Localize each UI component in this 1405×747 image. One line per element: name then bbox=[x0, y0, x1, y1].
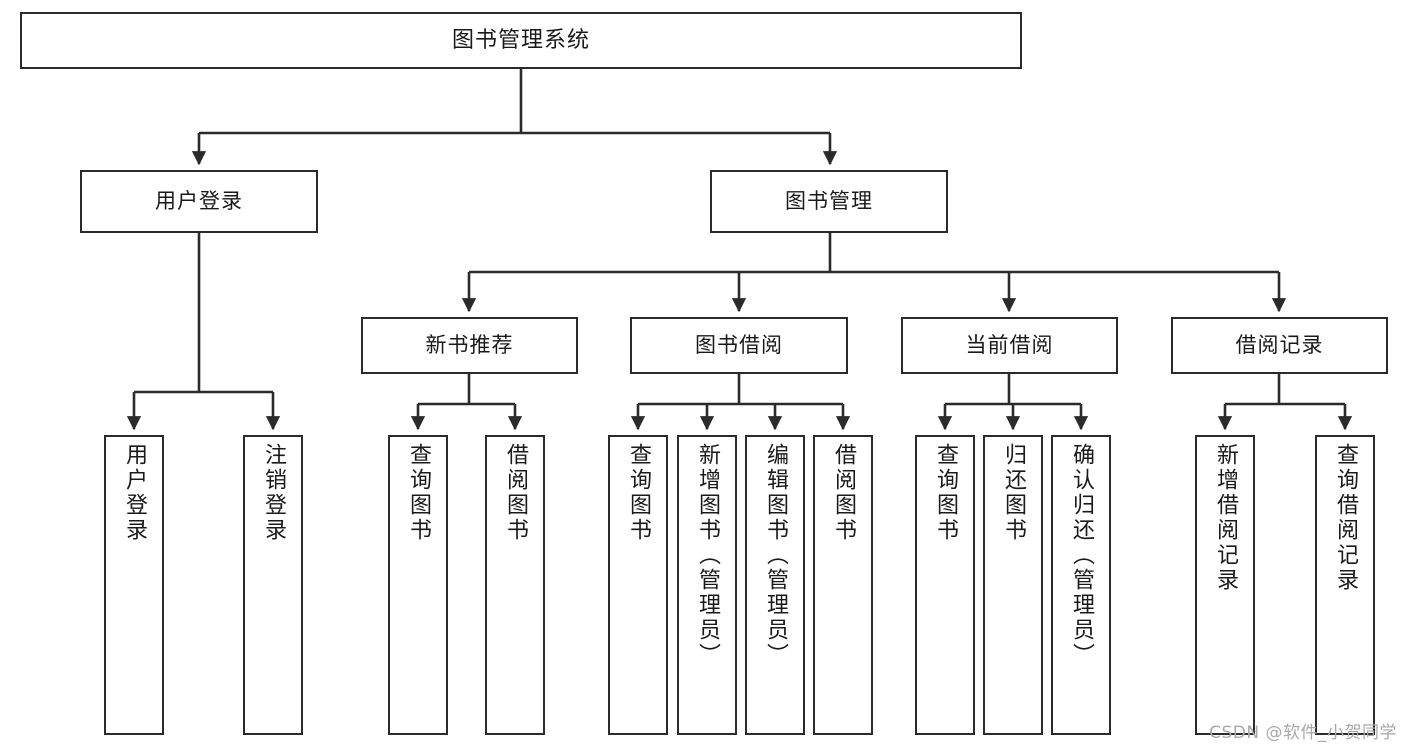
node-borrow-record[interactable]: 借阅记录 bbox=[1171, 317, 1388, 374]
node-leaf-edit-book-admin[interactable]: 编辑图书（管理员） bbox=[745, 435, 805, 735]
node-leaf-add-borrow-record[interactable]: 新增借阅记录 bbox=[1195, 435, 1255, 735]
node-label: 图书管理 bbox=[785, 189, 873, 214]
node-label: 当前借阅 bbox=[965, 333, 1054, 358]
node-leaf-query-book-2[interactable]: 查询图书 bbox=[608, 435, 668, 735]
watermark-text: CSDN @软件_小贺同学 bbox=[1209, 723, 1397, 743]
node-root-book-management-system[interactable]: 图书管理系统 bbox=[20, 12, 1022, 69]
node-user-login[interactable]: 用户登录 bbox=[80, 170, 318, 233]
node-label: 借阅图书 bbox=[831, 443, 856, 543]
node-label: 借阅记录 bbox=[1235, 333, 1324, 358]
node-current-borrow[interactable]: 当前借阅 bbox=[901, 317, 1118, 374]
node-label: 查询图书 bbox=[933, 443, 958, 543]
node-label: 注销登录 bbox=[261, 443, 286, 543]
node-book-borrow[interactable]: 图书借阅 bbox=[630, 317, 848, 374]
node-label: 确认归还（管理员） bbox=[1069, 443, 1094, 668]
node-new-book-recommend[interactable]: 新书推荐 bbox=[361, 317, 578, 374]
node-label: 图书借阅 bbox=[695, 333, 783, 358]
node-leaf-return-book[interactable]: 归还图书 bbox=[983, 435, 1043, 735]
node-leaf-query-book-3[interactable]: 查询图书 bbox=[915, 435, 975, 735]
node-leaf-user-login[interactable]: 用户登录 bbox=[104, 435, 164, 735]
node-label: 借阅图书 bbox=[503, 443, 528, 543]
node-label: 用户登录 bbox=[122, 443, 147, 543]
node-label: 查询借阅记录 bbox=[1333, 443, 1358, 593]
node-leaf-logout-login[interactable]: 注销登录 bbox=[243, 435, 303, 735]
node-leaf-query-book-1[interactable]: 查询图书 bbox=[388, 435, 448, 735]
node-leaf-borrow-book-1[interactable]: 借阅图书 bbox=[485, 435, 545, 735]
node-leaf-confirm-return-admin[interactable]: 确认归还（管理员） bbox=[1051, 435, 1111, 735]
node-label: 归还图书 bbox=[1001, 443, 1026, 543]
node-label: 查询图书 bbox=[406, 443, 431, 543]
node-label: 新书推荐 bbox=[425, 333, 514, 358]
node-book-management[interactable]: 图书管理 bbox=[710, 170, 948, 233]
node-leaf-borrow-book-2[interactable]: 借阅图书 bbox=[813, 435, 873, 735]
node-label: 新增借阅记录 bbox=[1213, 443, 1238, 593]
node-label: 查询图书 bbox=[626, 443, 651, 543]
node-label: 编辑图书（管理员） bbox=[763, 443, 788, 668]
node-label: 用户登录 bbox=[155, 189, 243, 214]
node-leaf-add-book-admin[interactable]: 新增图书（管理员） bbox=[677, 435, 737, 735]
node-leaf-query-borrow-record[interactable]: 查询借阅记录 bbox=[1315, 435, 1375, 735]
node-label: 图书管理系统 bbox=[451, 27, 590, 53]
node-label: 新增图书（管理员） bbox=[695, 443, 720, 668]
